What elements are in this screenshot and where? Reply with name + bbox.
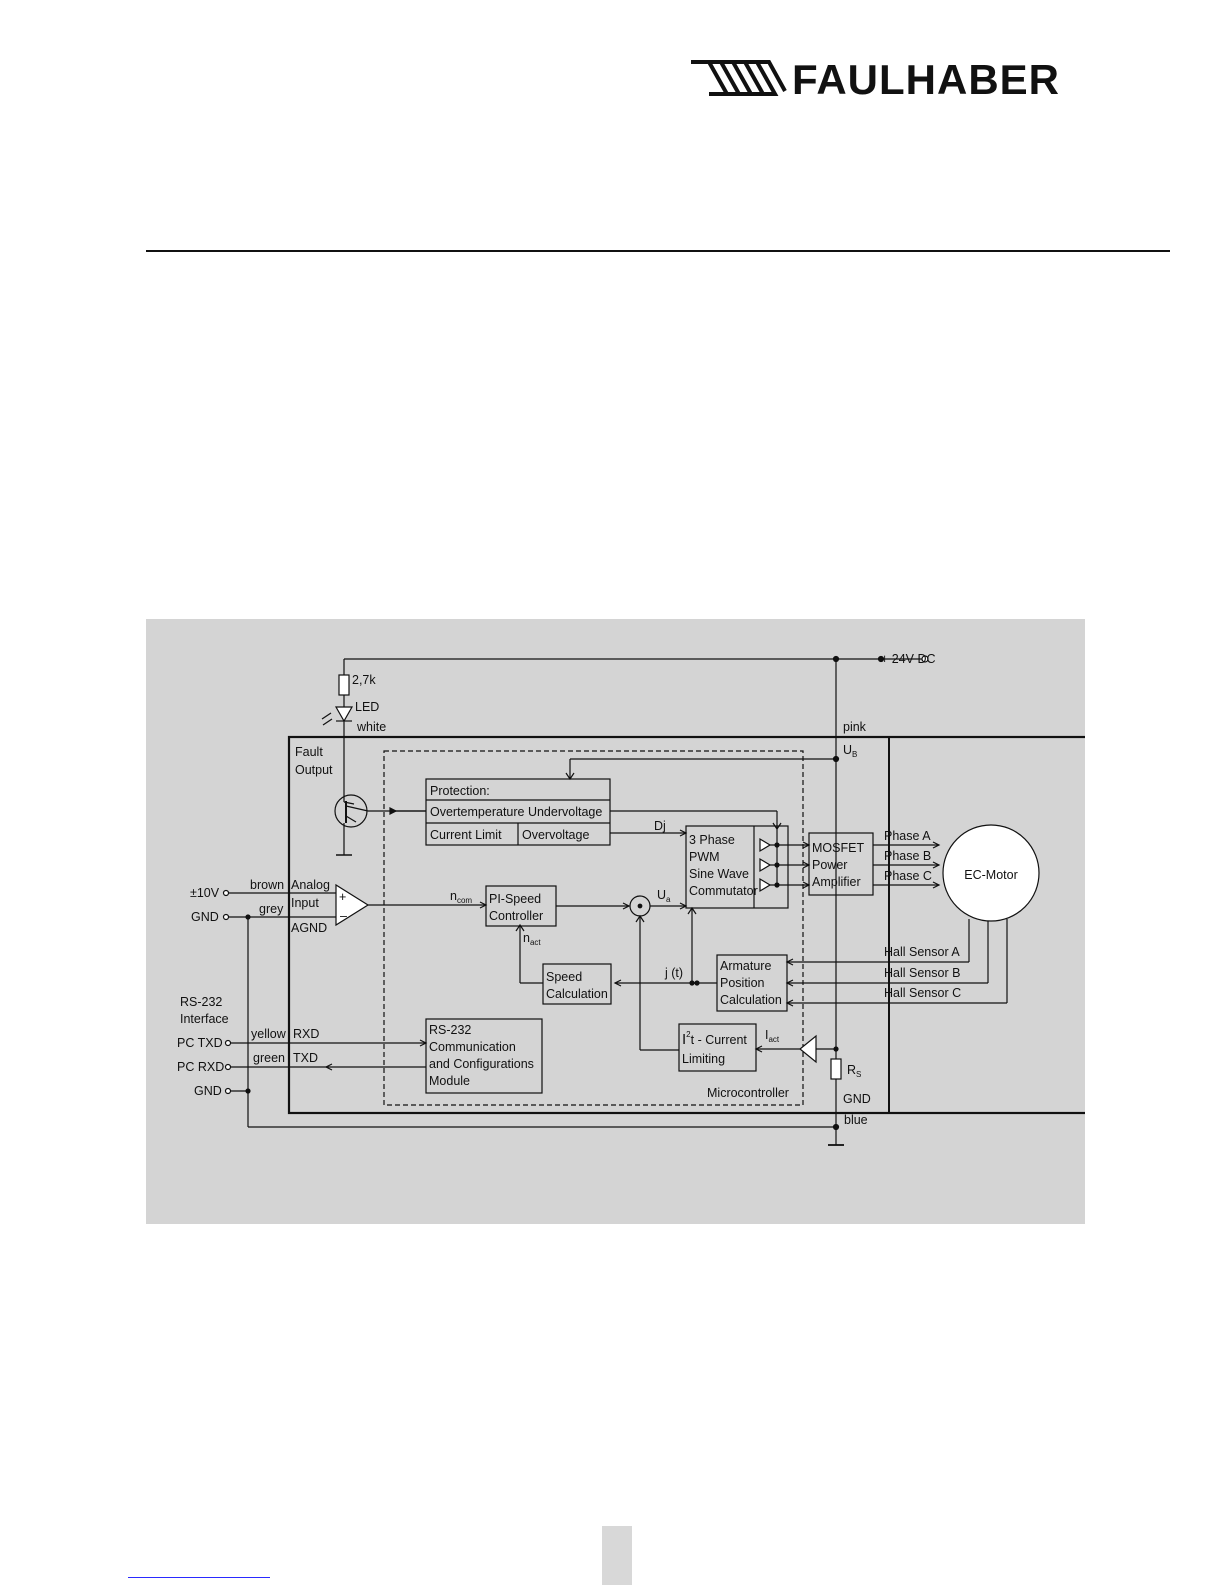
pc-txd-label: PC TXD xyxy=(177,1036,223,1050)
speed-calc-label-2: Calculation xyxy=(546,987,608,1001)
rs-label: RS xyxy=(847,1063,861,1079)
pi-label-1: PI-Speed xyxy=(489,892,541,906)
analog-input-label-2: Input xyxy=(291,896,319,910)
supply-wire-label: pink xyxy=(843,720,867,734)
ua-label: Ua xyxy=(657,888,671,904)
phase-b-label: Phase B xyxy=(884,849,931,863)
mosfet-label-3: Amplifier xyxy=(812,875,861,889)
motor-label: EC-Motor xyxy=(964,868,1017,882)
rxd-label: RXD xyxy=(293,1027,319,1041)
fault-output-label-1: Fault xyxy=(295,745,323,759)
header-rule xyxy=(146,250,1170,252)
rs232-module-label-4: Module xyxy=(429,1074,470,1088)
fault-output-label-2: Output xyxy=(295,763,333,777)
faulhaber-logo: FAULHABER xyxy=(689,56,1084,103)
resistor-label: 2,7k xyxy=(352,673,376,687)
protection-title: Protection: xyxy=(430,784,490,798)
phase-a-label: Phase A xyxy=(884,829,931,843)
analog-input-label-1: Analog xyxy=(291,878,330,892)
i2t-label-1: I2t - Current xyxy=(682,1030,747,1048)
commutator-label-3: Sine Wave xyxy=(689,867,749,881)
yellow-wire-label: yellow xyxy=(251,1027,287,1041)
i2t-label-2: Limiting xyxy=(682,1052,725,1066)
opamp-plus: + xyxy=(339,890,346,904)
hall-a-label: Hall Sensor A xyxy=(884,945,960,959)
rs232-module-label-2: Communication xyxy=(429,1040,516,1054)
blue-wire-label: blue xyxy=(844,1113,868,1127)
armature-label-3: Calculation xyxy=(720,993,782,1007)
i2t-block xyxy=(678,1023,757,1072)
block-diagram: + 24V DC 2,7k LED white pink UB Fault Ou… xyxy=(146,619,1085,1224)
current-limit-label: Current Limit xyxy=(430,828,502,842)
mosfet-label-2: Power xyxy=(812,858,847,872)
switch-icons xyxy=(759,829,811,893)
logo-stripes-icon xyxy=(691,60,787,96)
mosfet-label-1: MOSFET xyxy=(812,841,864,855)
protection-row1: Overtemperature Undervoltage xyxy=(430,805,602,819)
hall-b-label: Hall Sensor B xyxy=(884,966,960,980)
commutator-block xyxy=(685,825,789,909)
microcontroller-label: Microcontroller xyxy=(707,1086,789,1100)
nact-label: nact xyxy=(523,931,541,947)
led-wire-label: white xyxy=(356,720,386,734)
jt-label: j (t) xyxy=(664,966,683,980)
resistor-2k7 xyxy=(338,674,350,696)
supply-terminal xyxy=(921,655,929,663)
rs232-module-label-1: RS-232 xyxy=(429,1023,471,1037)
led-icon xyxy=(334,706,354,723)
page-number-tab xyxy=(602,1526,632,1585)
commutator-label-4: Commutator xyxy=(689,884,758,898)
rs232-module-block xyxy=(425,1018,543,1094)
led-label: LED xyxy=(355,700,379,714)
footer-link-underline[interactable] xyxy=(128,1577,270,1578)
ncom-label: ncom xyxy=(450,889,472,905)
pc-rxd-label: PC RXD xyxy=(177,1060,224,1074)
supply-label: + 24V DC xyxy=(881,652,936,666)
armature-label-2: Position xyxy=(720,976,765,990)
iact-label: Iact xyxy=(765,1028,780,1044)
rs232-module-label-3: and Configurations xyxy=(429,1057,534,1071)
opamp-icon xyxy=(335,883,370,927)
overvoltage-label: Overvoltage xyxy=(522,828,589,842)
transistor-icon xyxy=(334,794,368,828)
armature-label-1: Armature xyxy=(720,959,771,973)
mosfet-block xyxy=(808,832,874,896)
ec-motor xyxy=(942,824,1040,922)
ub-label: UB xyxy=(843,743,857,759)
agnd-label: AGND xyxy=(291,921,327,935)
speed-calc-block xyxy=(542,963,612,1005)
brown-wire-label: brown xyxy=(250,878,284,892)
pi-label-2: Controller xyxy=(489,909,543,923)
commutator-label-2: PWM xyxy=(689,850,720,864)
txd-label: TXD xyxy=(293,1051,318,1065)
phase-c-label: Phase C xyxy=(884,869,932,883)
gnd-label: GND xyxy=(843,1092,871,1106)
dj-label: Dj xyxy=(654,819,666,833)
microcontroller-box xyxy=(383,750,804,1106)
controller-housing xyxy=(287,735,1085,1115)
analog-pin2-label: GND xyxy=(191,910,219,924)
brand-name: FAULHABER xyxy=(792,56,1060,103)
analog-pin1-label: ±10V xyxy=(190,886,220,900)
hall-c-label: Hall Sensor C xyxy=(884,986,961,1000)
shunt-resistor xyxy=(830,1058,842,1080)
rs232-title-1: RS-232 xyxy=(180,995,222,1009)
green-wire-label: green xyxy=(253,1051,285,1065)
rs232-gnd-label: GND xyxy=(194,1084,222,1098)
opamp-minus: – xyxy=(340,909,347,923)
rs232-title-2: Interface xyxy=(180,1012,229,1026)
grey-wire-label: grey xyxy=(259,902,284,916)
speed-calc-label-1: Speed xyxy=(546,970,582,984)
commutator-label-1: 3 Phase xyxy=(689,833,735,847)
block-diagram-svg: + 24V DC 2,7k LED white pink UB Fault Ou… xyxy=(177,652,1085,1146)
